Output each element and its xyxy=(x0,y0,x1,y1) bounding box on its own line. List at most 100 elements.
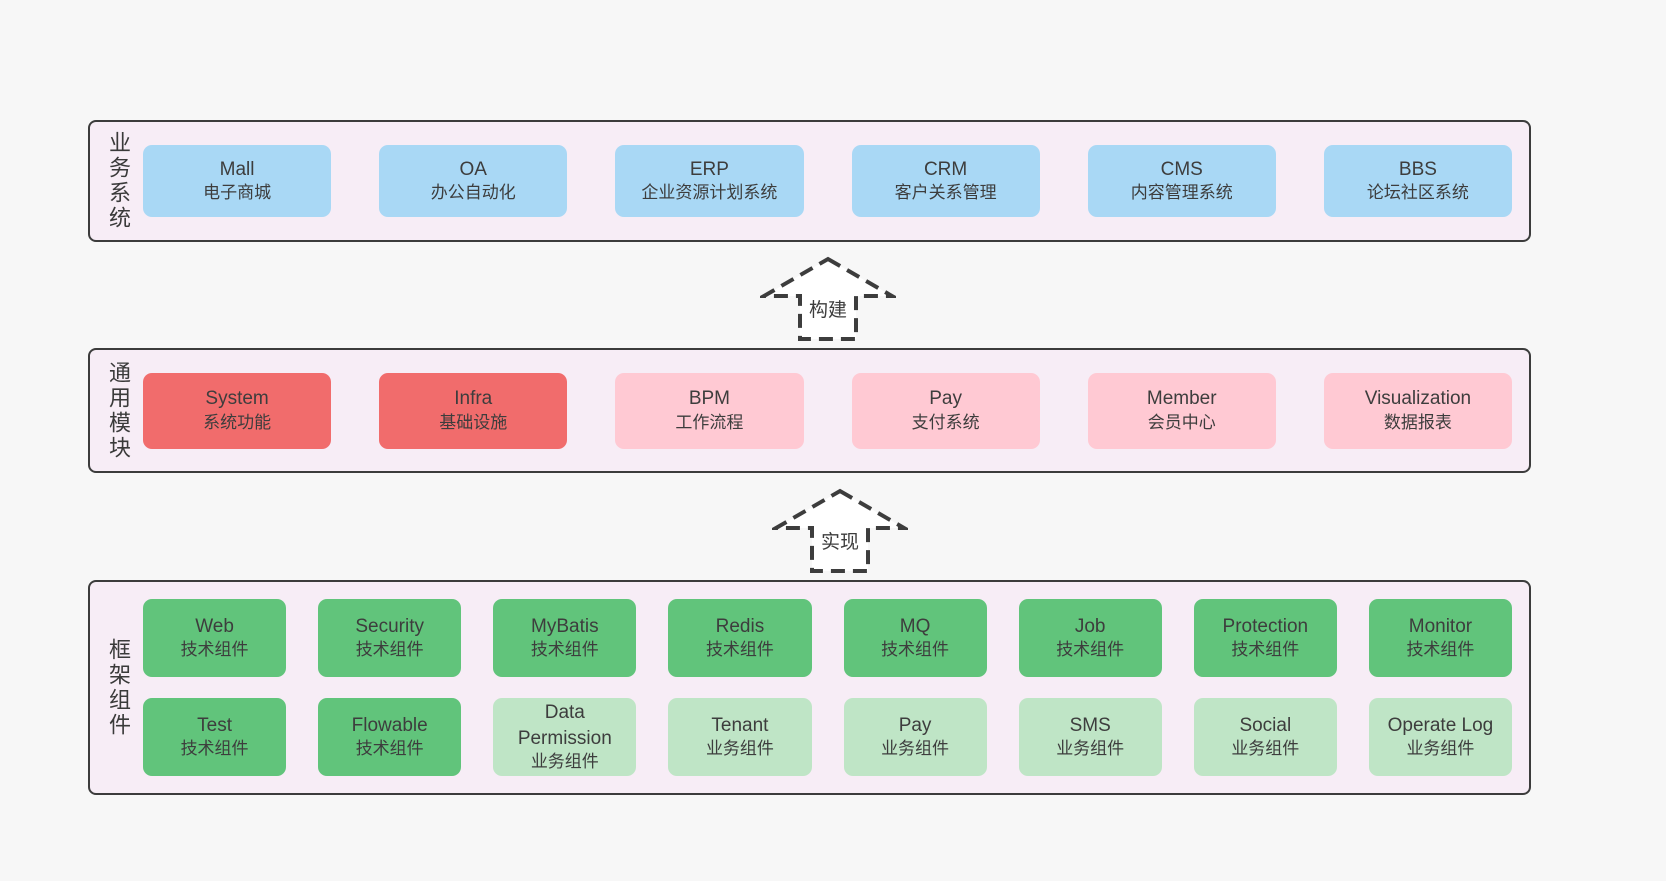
box-subtitle: 技术组件 xyxy=(530,640,599,660)
box-data-permission: Data Permission 业务组件 xyxy=(493,698,637,776)
box-subtitle: 工作流程 xyxy=(675,412,744,432)
box-title: Pay xyxy=(929,388,962,410)
box-subtitle: 业务组件 xyxy=(1231,739,1300,759)
arrow-build: 构建 xyxy=(760,255,896,343)
box-subtitle: 办公自动化 xyxy=(430,183,516,203)
box-sms: SMS 业务组件 xyxy=(1018,698,1162,776)
box-title: Web xyxy=(195,615,234,637)
sticky-built-in-features: 内置功能 xyxy=(40,367,96,479)
box-title: MyBatis xyxy=(531,615,599,637)
box-title: Infra xyxy=(454,388,493,410)
box-subtitle: 企业资源计划系统 xyxy=(641,183,778,203)
box-subtitle: 客户关系管理 xyxy=(894,183,997,203)
box-title: Job xyxy=(1074,615,1106,637)
box-monitor: Monitor 技术组件 xyxy=(1368,599,1512,677)
sticky-built-in-components: 内置组件 xyxy=(40,615,96,748)
box-title: Social xyxy=(1239,714,1292,736)
arrow-implement-label: 实现 xyxy=(818,527,862,554)
box-subtitle: 技术组件 xyxy=(881,640,950,660)
box-subtitle: 技术组件 xyxy=(355,739,424,759)
box-title: BPM xyxy=(688,388,730,410)
box-subtitle: 技术组件 xyxy=(180,739,249,759)
box-subtitle: 基础设施 xyxy=(439,412,508,432)
box-web: Web 技术组件 xyxy=(143,599,287,677)
box-subtitle: 业务组件 xyxy=(1056,739,1125,759)
box-subtitle: 技术组件 xyxy=(1406,640,1475,660)
box-subtitle: 技术组件 xyxy=(1231,640,1300,660)
box-subtitle: 业务组件 xyxy=(1406,739,1475,759)
box-bbs: BBS 论坛社区系统 xyxy=(1323,145,1512,217)
box-crm: CRM 客户关系管理 xyxy=(851,145,1040,217)
box-subtitle: 支付系统 xyxy=(911,412,980,432)
box-social: Social 业务组件 xyxy=(1193,698,1337,776)
box-mybatis: MyBatis 技术组件 xyxy=(493,599,637,677)
box-security: Security 技术组件 xyxy=(318,599,462,677)
arrow-implement: 实现 xyxy=(772,487,908,575)
box-subtitle: 技术组件 xyxy=(355,640,424,660)
box-title: Tenant xyxy=(711,714,769,736)
box-subtitle: 内容管理系统 xyxy=(1130,183,1233,203)
box-subtitle: 会员中心 xyxy=(1147,412,1216,432)
box-cms: CMS 内容管理系统 xyxy=(1087,145,1276,217)
box-mall: Mall 电子商城 xyxy=(143,145,332,217)
box-title: Security xyxy=(355,615,424,637)
framework-components-label: 框架组件 xyxy=(106,637,131,738)
box-test: Test 技术组件 xyxy=(143,698,287,776)
box-flowable: Flowable 技术组件 xyxy=(318,698,462,776)
box-subtitle: 技术组件 xyxy=(180,640,249,660)
box-job: Job 技术组件 xyxy=(1018,599,1162,677)
box-title: BBS xyxy=(1398,158,1437,180)
box-title: System xyxy=(205,388,269,410)
box-subtitle: 技术组件 xyxy=(705,640,774,660)
box-title: ERP xyxy=(689,158,729,180)
box-mq: MQ 技术组件 xyxy=(843,599,987,677)
box-erp: ERP 企业资源计划系统 xyxy=(615,145,804,217)
box-title: Visualization xyxy=(1364,388,1472,410)
box-title: Pay xyxy=(898,714,932,736)
box-redis: Redis 技术组件 xyxy=(668,599,812,677)
box-subtitle: 业务组件 xyxy=(881,739,950,759)
box-title: MQ xyxy=(899,615,931,637)
box-subtitle: 系统功能 xyxy=(203,412,272,432)
box-title: Mall xyxy=(219,158,255,180)
box-operate-log: Operate Log 业务组件 xyxy=(1368,698,1512,776)
box-protection: Protection 技术组件 xyxy=(1193,599,1337,677)
box-title: Monitor xyxy=(1408,615,1473,637)
box-title: Data Permission xyxy=(517,701,612,749)
box-subtitle: 业务组件 xyxy=(705,739,774,759)
box-subtitle: 论坛社区系统 xyxy=(1366,183,1469,203)
box-title: CMS xyxy=(1160,158,1203,180)
box-title: Operate Log xyxy=(1387,714,1494,736)
box-title: CRM xyxy=(923,158,968,180)
box-subtitle: 数据报表 xyxy=(1383,412,1452,432)
box-title: Redis xyxy=(715,615,765,637)
box-title: Flowable xyxy=(351,714,428,736)
box-pay-biz: Pay 业务组件 xyxy=(843,698,987,776)
box-title: Member xyxy=(1146,388,1217,410)
box-title: SMS xyxy=(1069,714,1111,736)
sticky-built-in-components-label: 内置组件 xyxy=(57,641,79,745)
box-subtitle: 技术组件 xyxy=(1056,640,1125,660)
arrow-build-label: 构建 xyxy=(806,295,850,322)
box-tenant: Tenant 业务组件 xyxy=(668,698,812,776)
box-title: Protection xyxy=(1222,615,1309,637)
box-title: Test xyxy=(197,714,232,736)
box-subtitle: 电子商城 xyxy=(203,183,272,203)
box-subtitle: 业务组件 xyxy=(530,752,599,772)
